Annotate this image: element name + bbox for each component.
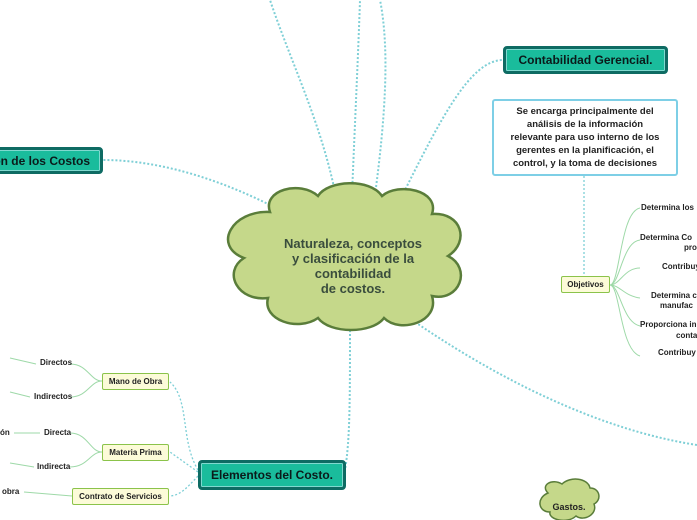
elementos-costo-node[interactable]: Elementos del Costo. [198,460,346,490]
objetivo-item-6: Contribuy [658,348,696,357]
partial-obra-label: obra [2,487,20,496]
objetivo-item-2-cont: pro [684,243,697,252]
branch-objetivos-6 [609,284,641,357]
branch-mano-directos [69,363,103,382]
mano-de-obra-tag[interactable]: Mano de Obra [102,373,169,390]
gastos-cloud[interactable] [539,478,600,520]
connector-top-right [374,0,387,196]
connector-gastos [414,321,697,446]
mano-indirectos-label: Indirectos [34,392,73,401]
branch-mano-indirectos [69,380,103,398]
connector-top-left [269,0,336,193]
gastos-label: Gastos. [552,502,586,512]
connector-gerencial [399,59,504,201]
description-line-5: control, y la toma de decisiones [512,158,658,169]
branch-objetivos-3 [609,267,641,286]
objetivo-item-4: Determina c [651,291,697,300]
description-line-2: análisis de la información [526,119,644,130]
central-line-2: y clasificación de la [291,251,415,266]
partial-on-label: ón [0,428,10,437]
materia-prima-tag[interactable]: Materia Prima [102,444,169,461]
mano-directos-label: Directos [40,358,73,367]
connector-elementos-mano [169,381,199,471]
objetivo-item-4-cont: manufac [660,301,693,310]
branch-directos-left [9,357,37,365]
objetivo-item-2: Determina Co [640,233,693,242]
gerencial-description-box[interactable]: Se encarga principalmente del análisis d… [492,99,678,176]
connector-clasificacion [102,159,271,206]
description-line-1: Se encarga principalmente del [516,106,654,117]
branch-materia-directa [69,432,103,453]
objetivo-item-1: Determina los [641,203,694,212]
mano-de-obra-label: Mano de Obra [108,377,163,386]
elementos-costo-label: Elementos del Costo. [210,468,334,482]
clasificacion-costos-label: ón de los Costos [0,153,90,168]
clasificacion-costos-node[interactable]: ón de los Costos [0,147,103,174]
objetivo-item-5-cont: conta [676,331,697,340]
central-cloud[interactable] [226,182,463,332]
branch-objetivos-1 [609,207,641,286]
objetivo-item-5: Proporciona in [640,320,697,329]
central-topic-text[interactable]: Naturaleza, conceptos y clasificación de… [258,236,448,296]
contabilidad-gerencial-label: Contabilidad Gerencial. [518,53,653,67]
objetivos-label: Objetivos [567,280,604,289]
connector-elementos-materia [169,451,199,473]
description-line-4: gerentes en la planificación, el [516,145,654,156]
branch-contrato-left [23,491,73,497]
central-line-3: contabilidad [314,266,392,281]
objetivo-item-3: Contribuy [662,262,697,271]
contrato-servicios-label: Contrato de Servicios [79,492,162,501]
description-line-3: relevante para uso interno de los [510,132,660,143]
objetivos-tag[interactable]: Objetivos [561,276,610,293]
central-line-1: Naturaleza, conceptos [284,236,422,251]
materia-prima-label: Materia Prima [109,448,162,457]
connector-elementos-contrato [169,475,199,497]
contabilidad-gerencial-node[interactable]: Contabilidad Gerencial. [503,46,668,74]
central-line-4: de costos. [320,281,386,296]
connector-elementos [344,321,351,471]
contrato-servicios-tag[interactable]: Contrato de Servicios [72,488,169,505]
connector-top-mid [351,0,361,196]
branch-objetivos-2 [609,239,641,286]
materia-directa-label: Directa [44,428,72,437]
branch-indirectos-left [9,391,31,398]
branch-indirecta-left [9,462,35,468]
materia-indirecta-label: Indirecta [37,462,71,471]
branch-materia-indirecta [69,451,103,468]
